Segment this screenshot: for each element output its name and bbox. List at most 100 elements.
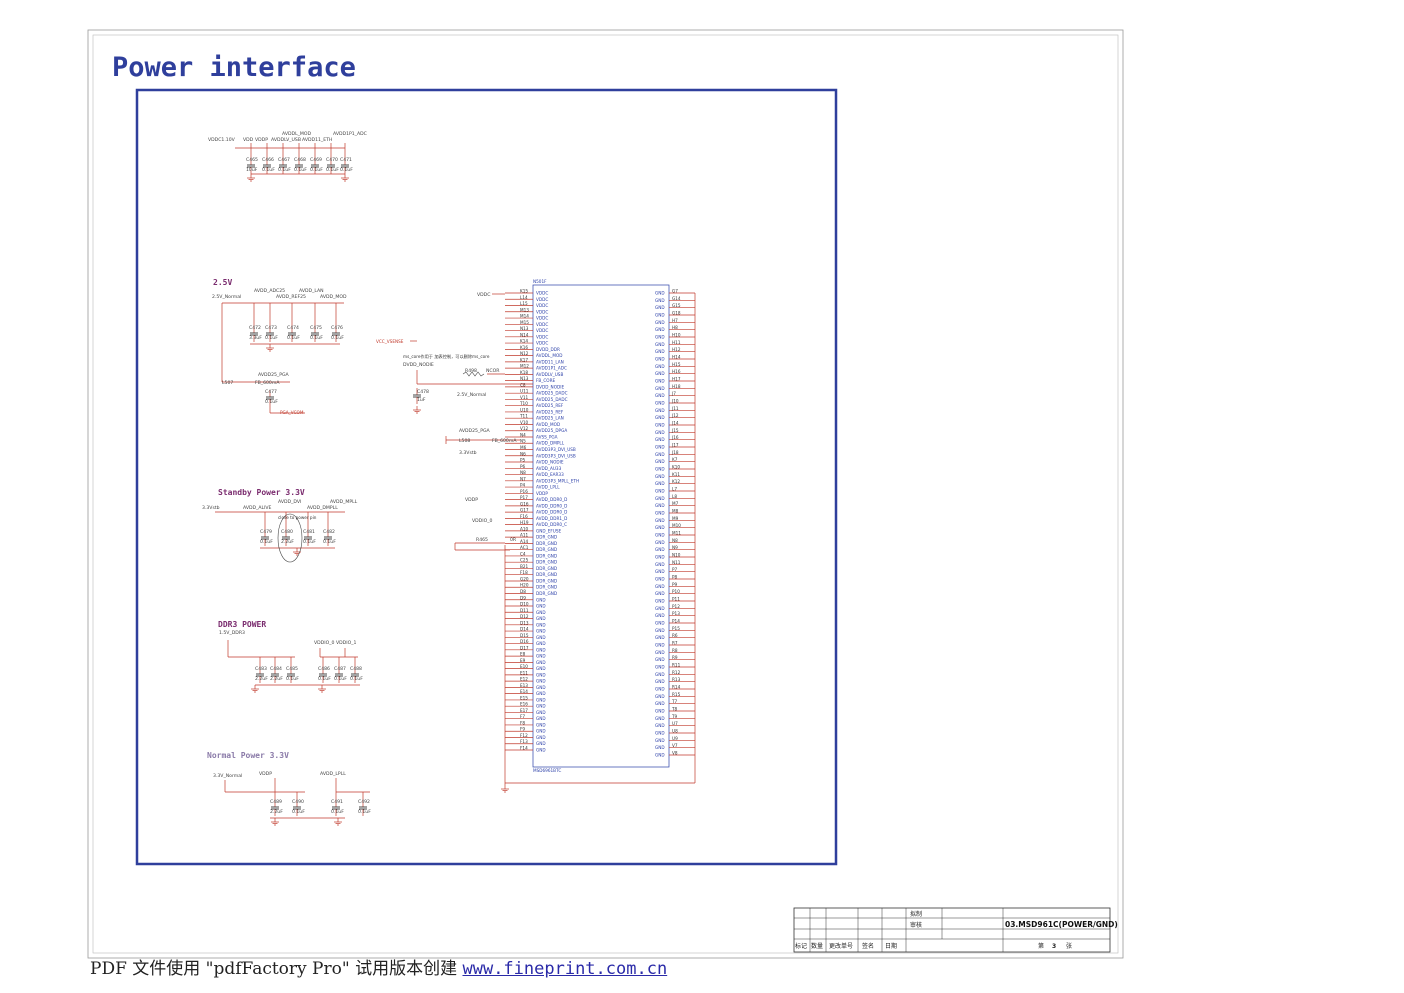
pin-function: AVDD_MOD (536, 422, 560, 427)
pin-function: DDR_GND (536, 572, 557, 577)
pin-number: J12 (671, 413, 679, 418)
tb-col-qty: 数量 (811, 942, 823, 950)
cap-value: 0.1uF (340, 167, 353, 173)
pin-function: VDDC (536, 316, 548, 321)
pin-number: D11 (520, 608, 529, 613)
pin-function: GND (655, 518, 665, 523)
pin-function: AVDD1P1_ADC (536, 366, 567, 371)
pin-function: VDDC (536, 328, 548, 333)
pin-number: E12 (520, 677, 528, 682)
net-label: AVDD_ADC25 (254, 288, 285, 294)
pin-number: F12 (520, 733, 528, 738)
pin-number: N4 (520, 432, 526, 437)
net-label: AVDD_REF25 (276, 294, 306, 300)
pin-function: GND (655, 577, 665, 582)
net-label: AVDD_MOD (320, 294, 347, 300)
pin-number: K17 (520, 357, 528, 362)
tb-page-suffix: 张 (1066, 942, 1072, 950)
pin-function: GND (536, 616, 546, 621)
pin-function: AVDD_DMPLL (536, 441, 565, 446)
pin-number: K12 (672, 479, 680, 484)
pin-number: G15 (672, 303, 681, 308)
pin-number: R15 (672, 692, 681, 697)
pin-function: GND (536, 641, 546, 646)
pin-function: AVDD25_DADC (536, 397, 568, 402)
section-ddr3: DDR3 POWER (218, 620, 266, 629)
pin-function: AVDD25_LAN (536, 416, 564, 421)
pin-number: H8 (672, 325, 678, 330)
cap-ref: C476 (331, 325, 343, 331)
cap-value: 0.1uF (331, 335, 344, 341)
pin-number: J10 (671, 399, 679, 404)
pin-function: GND (655, 694, 665, 699)
pin-function: GND (655, 525, 665, 530)
pin-function: GND (655, 401, 665, 406)
pin-number: E14 (520, 689, 528, 694)
pin-function: VDDC (536, 291, 548, 296)
pin-function: GND_EFUSE (536, 528, 561, 533)
cap-ref: C488 (350, 666, 362, 672)
pin-function: GND (536, 660, 546, 665)
pin-number: K7 (672, 457, 678, 462)
resistor-ref: R498 (465, 368, 477, 374)
cap-value: 0.1uF (310, 167, 323, 173)
pin-number: N8 (520, 470, 526, 475)
pin-number: V8 (672, 751, 678, 756)
pin-function: DDR_GND (536, 566, 557, 571)
pin-number: H19 (520, 520, 529, 525)
net-label: AVDD_DMPLL (307, 505, 338, 511)
pin-number: F9 (520, 727, 525, 732)
pin-function: GND (536, 741, 546, 746)
pin-function: GND (655, 599, 665, 604)
cap-ref: C470 (326, 157, 338, 163)
tb-col-change: 更改单号 (829, 942, 853, 950)
section-standby: Standby Power 3.3V (218, 488, 305, 497)
capacitor: C476 0.1uF (331, 325, 344, 342)
pin-function: GND (655, 291, 665, 296)
pin-function: GND (655, 621, 665, 626)
pin-function: GND (655, 635, 665, 640)
pin-number: C8 (520, 382, 526, 387)
pin-number: H10 (672, 333, 681, 338)
section-2v5: 2.5V (213, 278, 232, 287)
pin-function: GND (655, 745, 665, 750)
pin-function: AVDD25_REF (536, 409, 564, 414)
pin-number: D17 (520, 645, 529, 650)
footer-link[interactable]: www.fineprint.com.cn (462, 959, 668, 979)
cap-value: 0.1uF (265, 399, 278, 405)
title-block: 拟制 审核 03.MSD961C(POWER/GND) 标记 数量 更改单号 签… (793, 907, 1118, 953)
pin-function: GND (655, 305, 665, 310)
pin-number: N10 (672, 553, 681, 558)
pin-number: K14 (520, 339, 528, 344)
pin-number: H16 (672, 369, 681, 374)
tb-col-sign: 签名 (862, 942, 874, 950)
pin-number: N5 (520, 439, 526, 444)
pin-number: G14 (672, 296, 681, 301)
pin-function: AVDDLV_USB (536, 372, 563, 377)
ground-symbol (334, 818, 342, 826)
pin-function: GND (655, 496, 665, 501)
pin-number: E16 (520, 702, 528, 707)
net-label: DVDD_NODIE (403, 362, 434, 368)
pin-number: H14 (672, 355, 681, 360)
pin-number: H7 (672, 318, 678, 323)
net-label: AVDD11_ETH (302, 137, 332, 143)
pin-function: GND (655, 716, 665, 721)
bead-value: FB_600mA (255, 380, 280, 386)
cap-ref: C489 (270, 799, 282, 805)
power-block-frame (135, 88, 838, 866)
cap-value: 0.1uF (278, 167, 291, 173)
pdf-footer: PDF 文件使用 "pdfFactory Pro" 试用版本创建 www.fin… (90, 954, 667, 979)
pin-number: M12 (520, 364, 529, 369)
pin-number: J14 (671, 421, 679, 426)
pin-function: GND (655, 357, 665, 362)
cap-value: 0.1uF (262, 167, 275, 173)
pin-function: GND (655, 298, 665, 303)
